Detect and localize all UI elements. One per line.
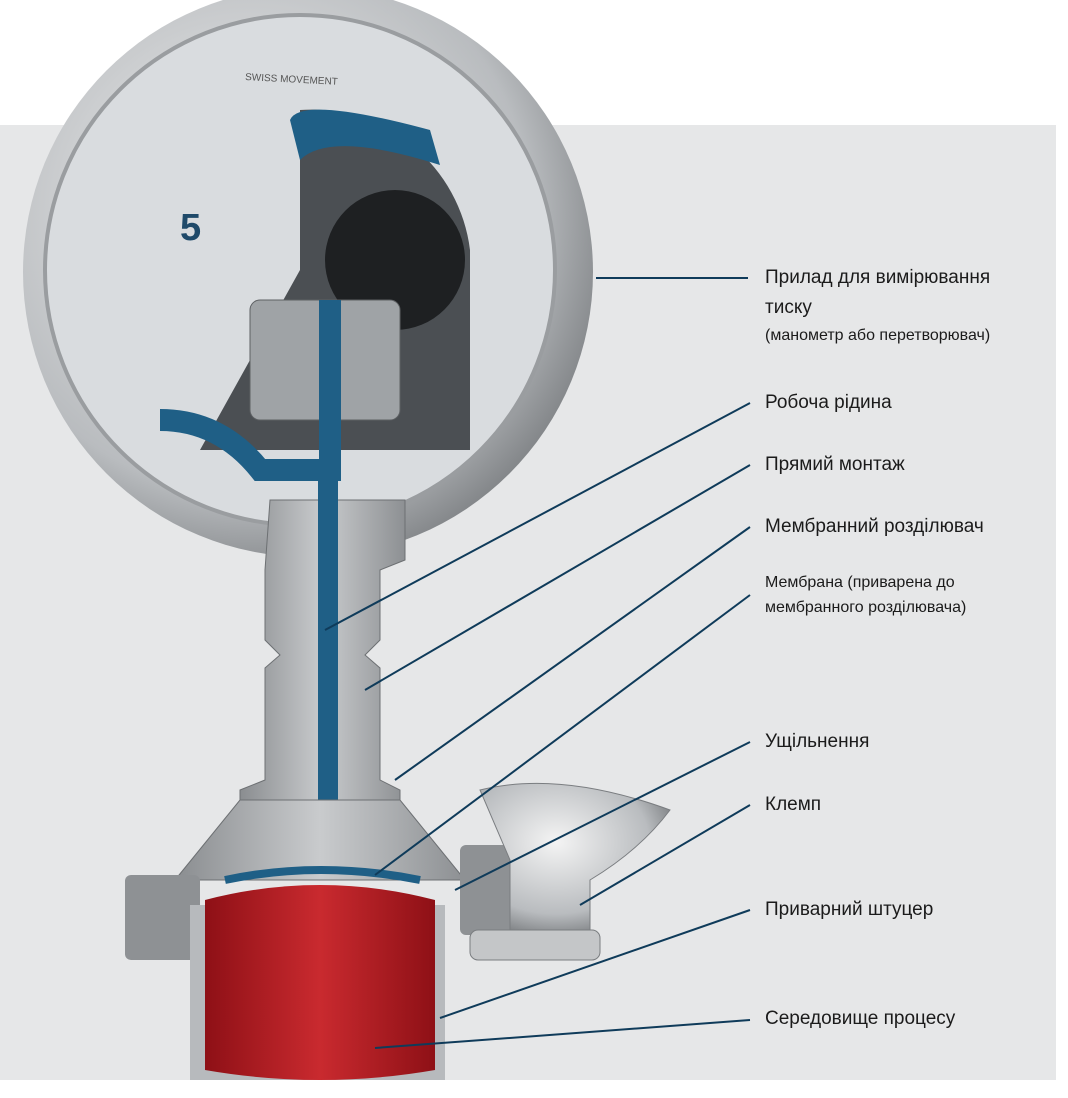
process-medium bbox=[205, 885, 435, 1080]
label-process-medium: Середовище процесу bbox=[765, 1008, 956, 1029]
dial-number: 5 bbox=[180, 207, 201, 249]
label-note: (манометр або перетворювач) bbox=[765, 327, 991, 344]
direct-mounting-stem bbox=[239, 470, 406, 880]
label-direct-mounting: Прямий монтаж bbox=[765, 454, 905, 475]
clamp bbox=[125, 782, 671, 961]
label-text: Прилад для вимірювання тиску bbox=[765, 267, 991, 318]
label-clamp: Клемп bbox=[765, 794, 822, 815]
dial-brand: SWISS MOVEMENT bbox=[245, 72, 338, 88]
label-pressure-instrument: Прилад для вимірювання тиску (манометр а… bbox=[765, 263, 1035, 348]
label-weld-ferrule: Приварний штуцер bbox=[765, 899, 934, 920]
label-fill-fluid: Робоча рідина bbox=[765, 392, 892, 413]
label-diaphragm: Мембрана (приварена до мембранного розді… bbox=[765, 574, 967, 616]
label-diaphragm-seal: Мембранний розділювач bbox=[765, 516, 984, 537]
diaphragm-seal-flange bbox=[173, 799, 467, 884]
pressure-gauge: 5 SWISS MOVEMENT bbox=[23, 0, 593, 557]
label-seal: Ущільнення bbox=[765, 731, 870, 752]
leader-lines bbox=[324, 277, 751, 1049]
